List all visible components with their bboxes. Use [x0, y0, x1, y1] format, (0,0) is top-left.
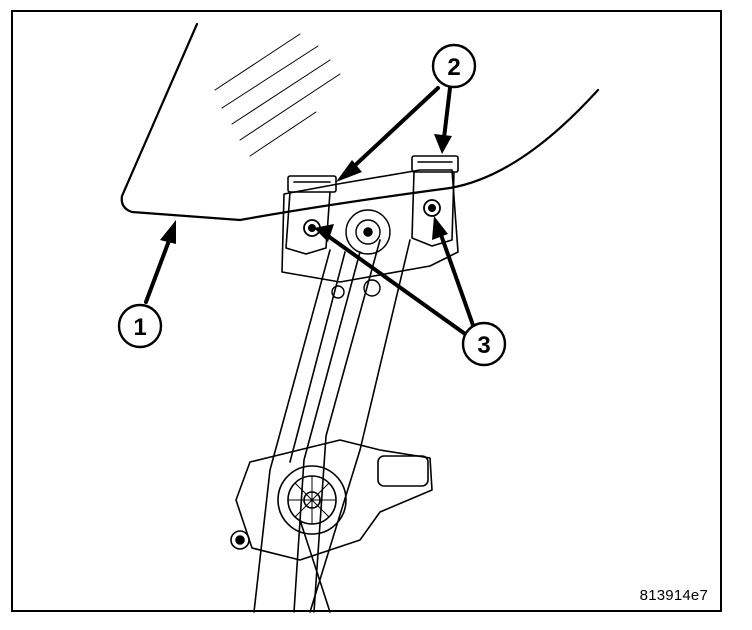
regulator-rail [253, 169, 459, 613]
callout-leaders [144, 86, 476, 338]
callout-2-label: 2 [447, 54, 460, 81]
glass-clip-right [411, 155, 459, 247]
callout-3: 3 [461, 321, 507, 367]
regulator-motor [230, 439, 433, 561]
door-glass [120, 22, 600, 222]
callout-2: 2 [431, 43, 477, 89]
mounting-bolt-right [423, 199, 441, 217]
callout-1-label: 1 [133, 314, 146, 341]
callout-3-label: 3 [477, 332, 490, 359]
figure-id: 813914e7 [639, 587, 708, 604]
glass-clip-left [285, 175, 337, 255]
cable-pulley [331, 209, 391, 299]
callout-1: 1 [117, 303, 163, 349]
